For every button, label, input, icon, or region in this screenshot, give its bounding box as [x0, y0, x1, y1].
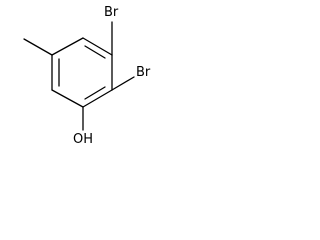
- ring-bond-c3-c4: [82, 89, 113, 108]
- double-bond-c3-c4-inner: [84, 86, 106, 100]
- bond-to-methyl: [23, 38, 53, 56]
- double-bond-c1-c2-inner: [84, 45, 106, 59]
- atom-label-oh: OH: [73, 132, 93, 147]
- ring-bond-c4-c5: [51, 89, 84, 108]
- ring-bond-c6-c1: [51, 37, 84, 56]
- bond-to-br-right: [111, 76, 135, 91]
- molecule-structure: Br Br OH: [23, 5, 151, 147]
- atom-label-br-right: Br: [136, 65, 151, 80]
- ring-bond-c1-c2: [82, 37, 113, 56]
- atom-label-br-top: Br: [104, 5, 119, 20]
